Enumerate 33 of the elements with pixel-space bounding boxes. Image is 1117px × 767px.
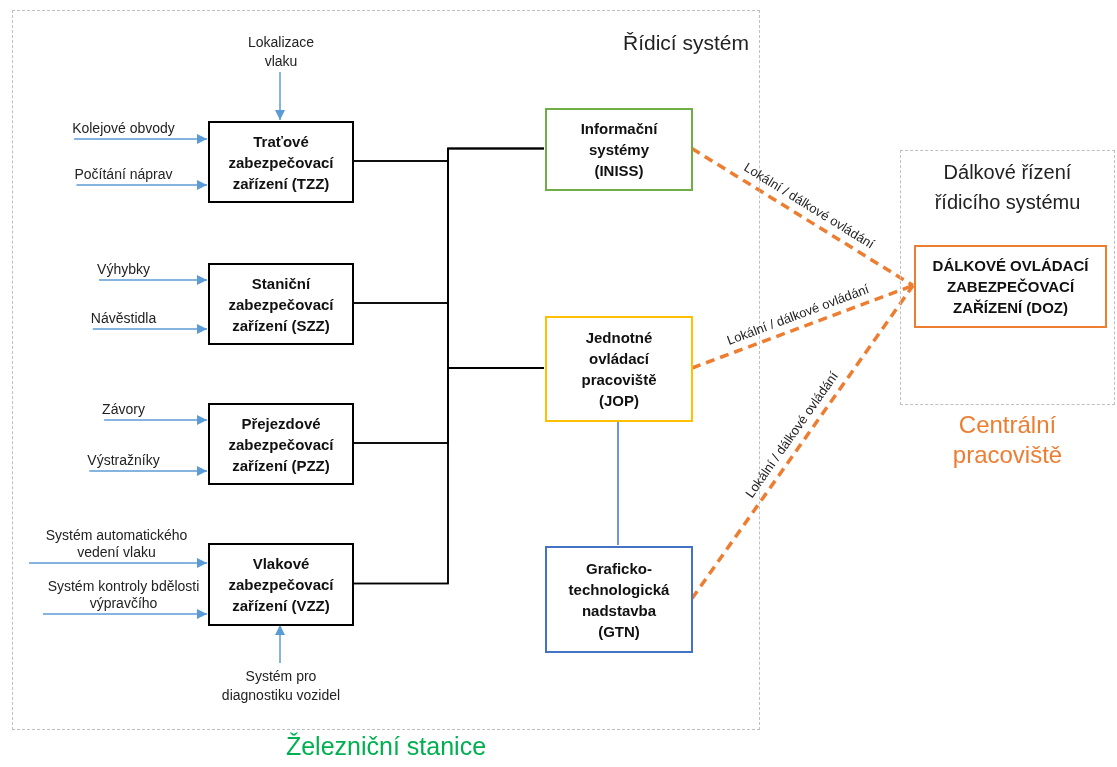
input-label: Systém kontroly bdělosti výpravčího [41,566,206,616]
input-label: Systém automatického vedení vlaku [27,516,206,565]
region-caption: Železniční stanice [284,731,488,761]
process-box: Graficko-technologická nadstavba (GTN) [545,546,693,653]
arrow [42,609,208,619]
input-label: Výstražníky [87,444,160,473]
process-box: Přejezdové zabezpečovací zařízení (PZZ) [208,403,354,485]
arrow [103,415,208,425]
input-label: Lokalizace vlaku [241,31,321,73]
arrow [75,180,208,190]
input-label: Systém pro diagnostiku vozidel [216,664,346,708]
input-label: Výhybky [97,253,150,282]
region-caption: Centrální pracoviště [951,410,1064,470]
process-box: Informační systémy (INISS) [545,108,693,191]
arrow [88,466,208,476]
arrow [98,275,208,285]
process-box: Staniční zabezpečovací zařízení (SZZ) [208,263,354,345]
arrow [73,134,208,144]
process-box: DÁLKOVÉ OVLÁDACÍ ZABEZPEČOVACÍ ZAŘÍZENÍ (DOZ) [914,245,1107,328]
arrow [275,624,285,664]
region-title: Řídicí systém [622,30,749,56]
region-title: Dálkové řízení řídicího systému [933,160,1082,215]
process-box: Jednotné ovládací pracoviště (JOP) [545,316,693,422]
arrow [28,558,208,568]
arrow [92,324,208,334]
input-label: Počítání náprav [74,158,173,187]
input-label: Závory [102,393,145,422]
connector-line [617,420,619,546]
process-box: Vlakové zabezpečovací zařízení (VZZ) [208,543,354,626]
input-label: Kolejové obvody [72,112,175,141]
arrow [275,71,285,121]
input-label: Návěstidla [90,302,157,331]
process-box: Traťové zabezpečovací zařízení (TZZ) [208,121,354,203]
